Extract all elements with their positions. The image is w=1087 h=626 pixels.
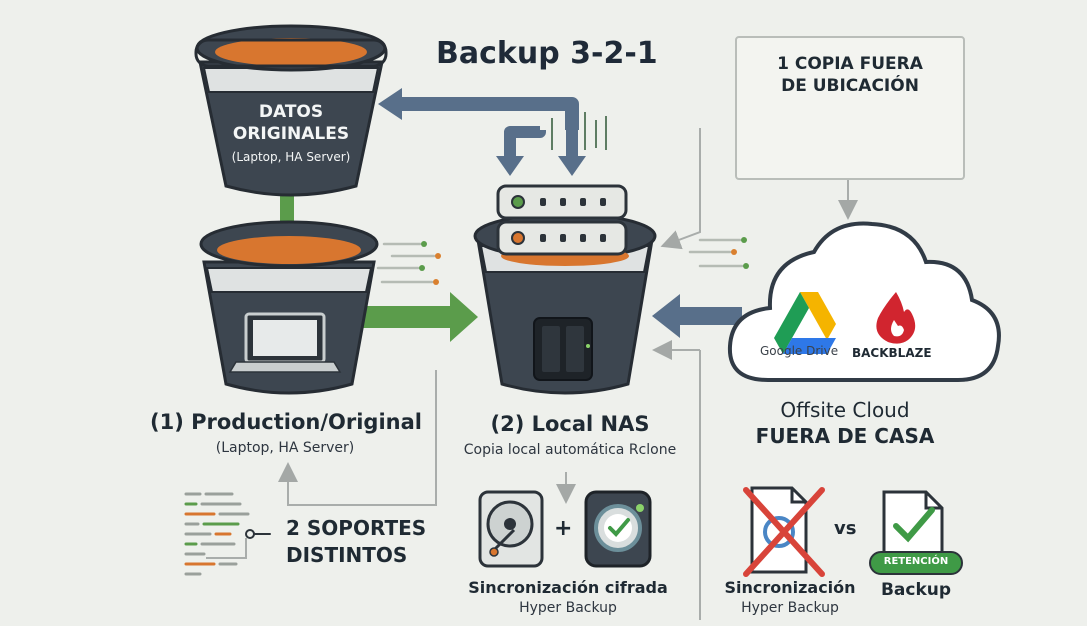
- hard-disk-icon: [478, 490, 544, 568]
- backblaze-icon: [876, 292, 916, 344]
- backup-label: Backup: [880, 580, 952, 600]
- laptop-icon: [228, 312, 342, 373]
- check-document-icon: [869, 490, 963, 575]
- compare-left-line2: Hyper Backup: [741, 600, 839, 616]
- media-line1: 2 SOPORTES: [286, 516, 427, 540]
- encrypted-sync-line2: Hyper Backup: [519, 600, 617, 616]
- nas-subtitle: Copia local automática Rclone: [463, 442, 677, 458]
- crossed-sync-document-icon: [743, 486, 825, 577]
- compare-left-line1: Sincronización: [724, 578, 856, 597]
- offsite-copy-line2: DE UBICACIÓN: [781, 76, 919, 96]
- offsite-copy-box: 1 COPIA FUERA DE UBICACIÓN: [735, 36, 965, 180]
- offsite-copy-line1: 1 COPIA FUERA: [777, 54, 923, 74]
- originals-label-line3: (Laptop, HA Server): [231, 150, 351, 164]
- server-rack-icon: [496, 184, 628, 256]
- blue-left-arrow: [652, 294, 742, 338]
- originals-label-line1: DATOS: [258, 102, 324, 122]
- speed-dashes: [376, 237, 749, 285]
- code-lines-icon: [184, 492, 271, 576]
- media-line2: DISTINTOS: [286, 543, 408, 567]
- green-right-arrow: [362, 292, 478, 342]
- sync-check-icon: [584, 490, 652, 568]
- cloud-title-line1: Offsite Cloud: [780, 398, 910, 422]
- backblaze-label: BACKBLAZE: [852, 346, 932, 360]
- connector-lines: [206, 128, 858, 620]
- nas-title: (2) Local NAS: [490, 412, 650, 436]
- retention-badge: RETENCIÓN: [883, 556, 949, 567]
- originals-label-line2: ORIGINALES: [232, 124, 350, 144]
- originals-bucket: [194, 24, 388, 197]
- blue-loop-arrow: [378, 88, 607, 176]
- production-title: (1) Production/Original: [150, 410, 422, 434]
- diagram-title: Backup 3-2-1: [436, 36, 658, 71]
- plus-sign: +: [554, 516, 573, 541]
- google-drive-icon: [774, 292, 836, 354]
- encrypted-sync-line1: Sincronización cifrada: [468, 578, 668, 597]
- google-drive-label: Google Drive: [760, 344, 839, 358]
- vs-label: vs: [834, 518, 857, 539]
- cloud-title-line2: FUERA DE CASA: [755, 424, 935, 448]
- nas-icon: [533, 317, 593, 381]
- production-subtitle: (Laptop, HA Server): [215, 440, 355, 456]
